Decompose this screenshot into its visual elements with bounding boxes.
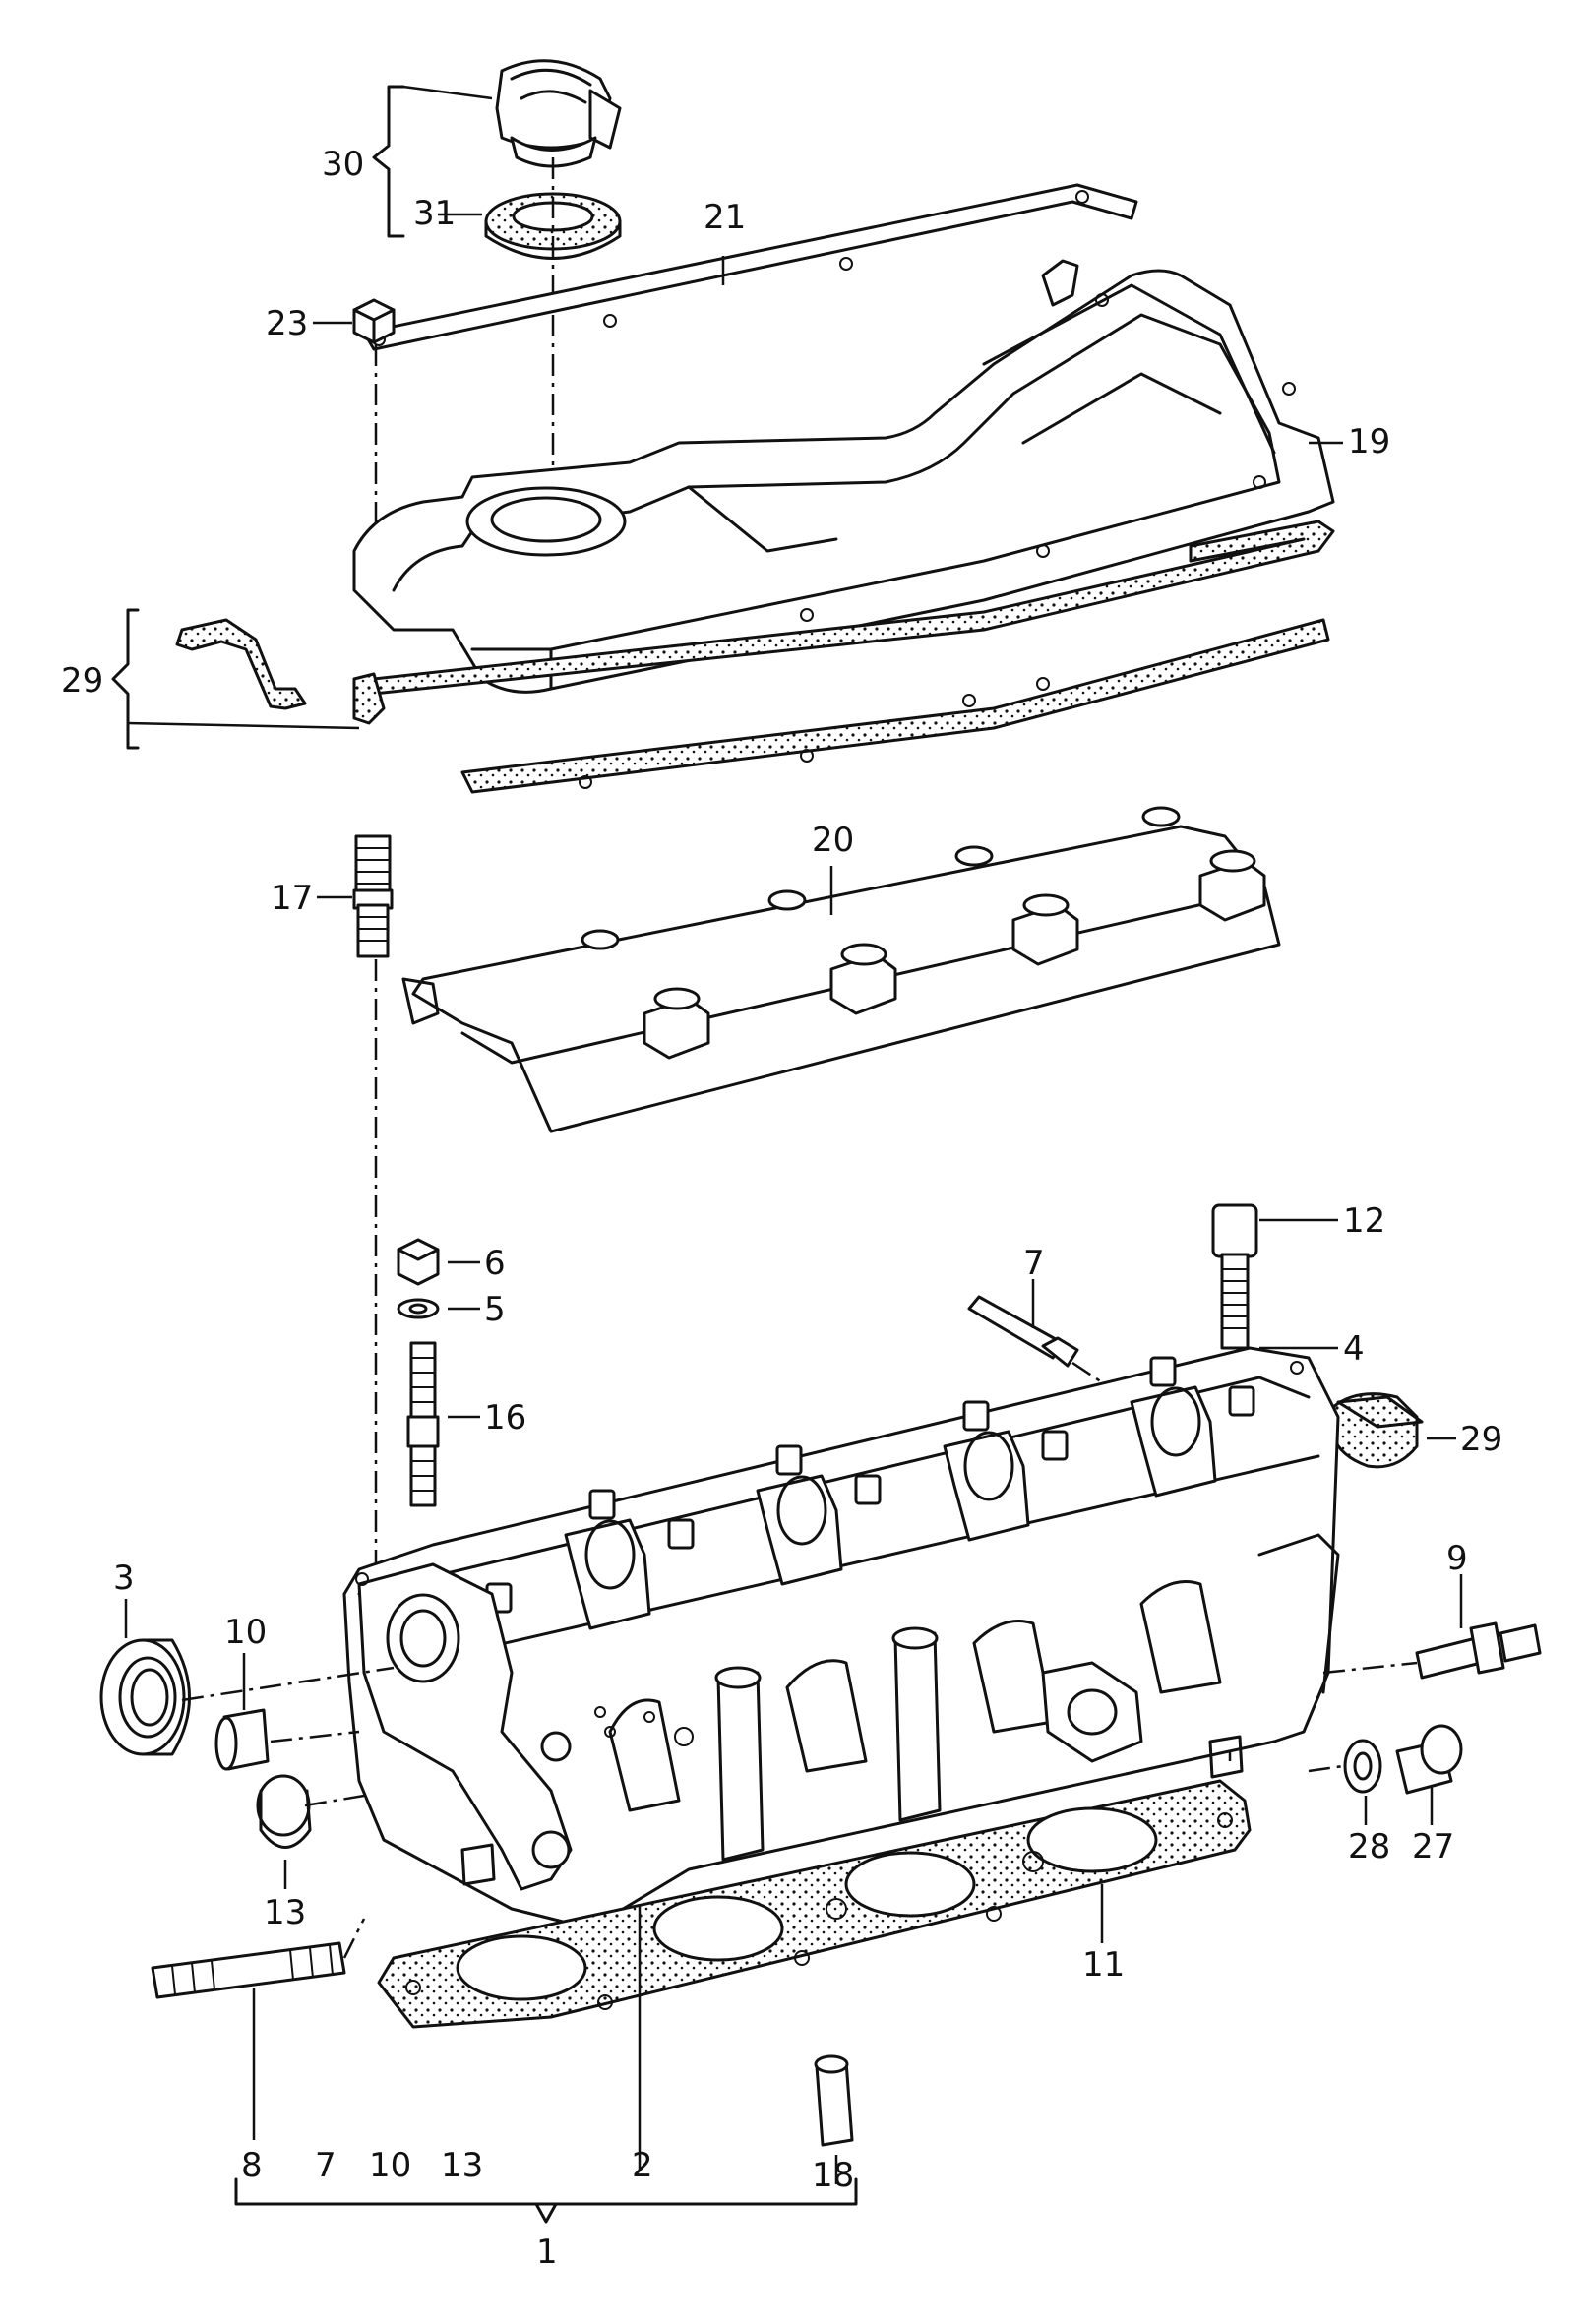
callout-10-top: 10 xyxy=(224,1613,267,1652)
stud-17 xyxy=(352,834,394,958)
callout-5: 5 xyxy=(484,1290,506,1329)
head-bolt-12 xyxy=(1211,1203,1258,1350)
washer-28 xyxy=(1343,1739,1382,1794)
callout-30: 30 xyxy=(322,145,364,184)
callout-17: 17 xyxy=(271,879,313,918)
bracket-30-31 xyxy=(372,85,405,238)
washer-5 xyxy=(397,1298,440,1319)
callout-7-top: 7 xyxy=(1023,1244,1045,1283)
stud-8 xyxy=(151,1941,346,1999)
bracket-29-top xyxy=(111,608,140,750)
callout-4: 4 xyxy=(1343,1329,1365,1369)
callout-16: 16 xyxy=(484,1398,526,1437)
stud-16 xyxy=(406,1341,440,1507)
callout-10-bottom: 10 xyxy=(369,2146,411,2185)
cover-shield-20 xyxy=(401,806,1281,1133)
callout-2: 2 xyxy=(632,2146,653,2185)
callout-29-top: 29 xyxy=(61,661,103,701)
plug-cup-13 xyxy=(256,1774,312,1849)
callout-1: 1 xyxy=(536,2232,558,2272)
rubber-grommet-top xyxy=(175,618,386,725)
callout-28: 28 xyxy=(1348,1827,1390,1866)
callout-11: 11 xyxy=(1082,1945,1125,1985)
cylinder-head xyxy=(342,1346,1340,1930)
callout-13-bottom: 13 xyxy=(441,2146,483,2185)
callout-13-left: 13 xyxy=(264,1893,306,1932)
sleeve-18 xyxy=(814,2054,854,2147)
callout-labels: 30 31 21 23 19 29 20 17 12 7 6 5 4 16 29… xyxy=(61,145,1502,2272)
callout-21: 21 xyxy=(704,198,746,237)
callout-12: 12 xyxy=(1343,1201,1385,1241)
callout-29-right: 29 xyxy=(1460,1420,1502,1459)
callout-27: 27 xyxy=(1412,1827,1454,1866)
stud-7 xyxy=(967,1295,1079,1368)
callout-20: 20 xyxy=(812,821,854,860)
plug-27 xyxy=(1395,1724,1463,1795)
callout-31: 31 xyxy=(413,194,456,233)
cylinder-head-cover xyxy=(352,259,1335,694)
seal-strip-21 xyxy=(362,183,1138,351)
nut-23 xyxy=(352,298,396,344)
oil-seal-3 xyxy=(99,1638,191,1756)
callout-7-bottom: 7 xyxy=(315,2146,337,2185)
rubber-grommet-right xyxy=(1331,1392,1424,1469)
callout-9: 9 xyxy=(1446,1539,1468,1578)
fitting-9 xyxy=(1415,1621,1542,1680)
callout-3: 3 xyxy=(113,1559,135,1598)
cover-tabs xyxy=(581,806,1266,1060)
oil-filler-cap xyxy=(495,59,622,168)
plug-10 xyxy=(214,1708,270,1771)
head-gasket-11 xyxy=(377,1779,1252,2029)
bracket-assembly-1 xyxy=(234,2177,858,2206)
callout-6: 6 xyxy=(484,1244,506,1283)
callout-8: 8 xyxy=(241,2146,263,2185)
callout-23: 23 xyxy=(266,304,308,343)
nut-6 xyxy=(397,1238,440,1286)
cover-gasket xyxy=(352,520,1335,794)
callout-19: 19 xyxy=(1348,422,1390,461)
callout-18: 18 xyxy=(812,2156,854,2195)
